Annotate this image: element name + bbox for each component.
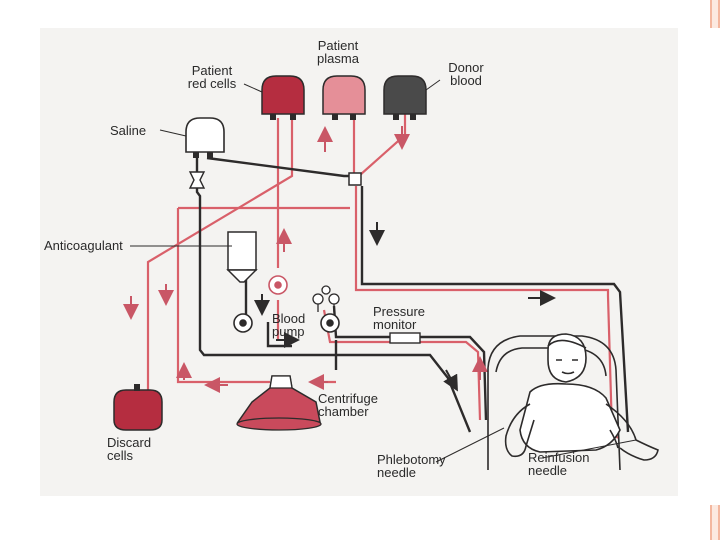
label-patient-plasma-2: plasma <box>317 51 360 66</box>
label-patient-plasma-1: Patient <box>318 38 359 53</box>
tube-saline-right <box>206 156 354 178</box>
label-pressure-monitor-2: monitor <box>373 317 417 332</box>
label-patient-red-cells-1: Patient <box>192 63 233 78</box>
label-discard-cells-2: cells <box>107 448 134 463</box>
patient-body <box>519 382 621 453</box>
patient-plasma-bag <box>322 75 366 120</box>
saline-drip-chamber <box>188 171 206 189</box>
label-blood-pump-1: Blood <box>272 311 305 326</box>
label-saline: Saline <box>110 123 146 138</box>
leader-lines <box>130 79 637 463</box>
label-donor-blood-1: Donor <box>448 60 484 75</box>
label-anticoagulant: Anticoagulant <box>44 238 123 253</box>
anticoagulant-container <box>226 231 258 283</box>
blood-pump <box>233 275 340 333</box>
label-phlebotomy-needle-2: needle <box>377 465 416 480</box>
left-arm <box>504 403 535 458</box>
label-donor-blood-2: blood <box>450 73 482 88</box>
tube-centrifuge-loop <box>176 208 270 384</box>
label-centrifuge-chamber-1: Centrifuge <box>318 391 378 406</box>
label-pressure-monitor-1: Pressure <box>373 304 425 319</box>
patient-in-chair <box>487 333 659 471</box>
label-centrifuge-chamber-2: chamber <box>318 404 369 419</box>
label-reinfusion-needle-1: Reinfusion <box>528 450 589 465</box>
label-blood-pump-2: pump <box>272 324 305 339</box>
tube-return-dark <box>360 186 630 433</box>
patient-red-cells-bag <box>261 75 305 120</box>
saline-bag <box>185 117 225 189</box>
discard-cells-bag <box>113 384 163 431</box>
diagram-labels: Patient plasma Patient red cells Donor b… <box>44 38 589 480</box>
donor-blood-bag <box>383 75 427 120</box>
label-discard-cells-1: Discard <box>107 435 151 450</box>
flow-arrows <box>123 126 556 393</box>
centrifuge-chamber <box>236 375 322 431</box>
patient-head <box>547 333 587 383</box>
valve-assembly <box>312 285 340 312</box>
slide-accent-bar-bottom <box>710 505 720 540</box>
right-arm <box>605 403 659 461</box>
label-patient-red-cells-2: red cells <box>188 76 237 91</box>
chair-back <box>487 335 621 471</box>
tube-plasma-return <box>350 110 356 183</box>
label-phlebotomy-needle-1: Phlebotomy <box>377 452 446 467</box>
tube-discard-line <box>146 118 294 392</box>
arrow-to-patient <box>443 369 458 392</box>
pressure-monitor-device <box>389 332 421 344</box>
junction-box <box>348 172 362 186</box>
slide-accent-bar-top <box>710 0 720 28</box>
label-reinfusion-needle-2: needle <box>528 463 567 478</box>
